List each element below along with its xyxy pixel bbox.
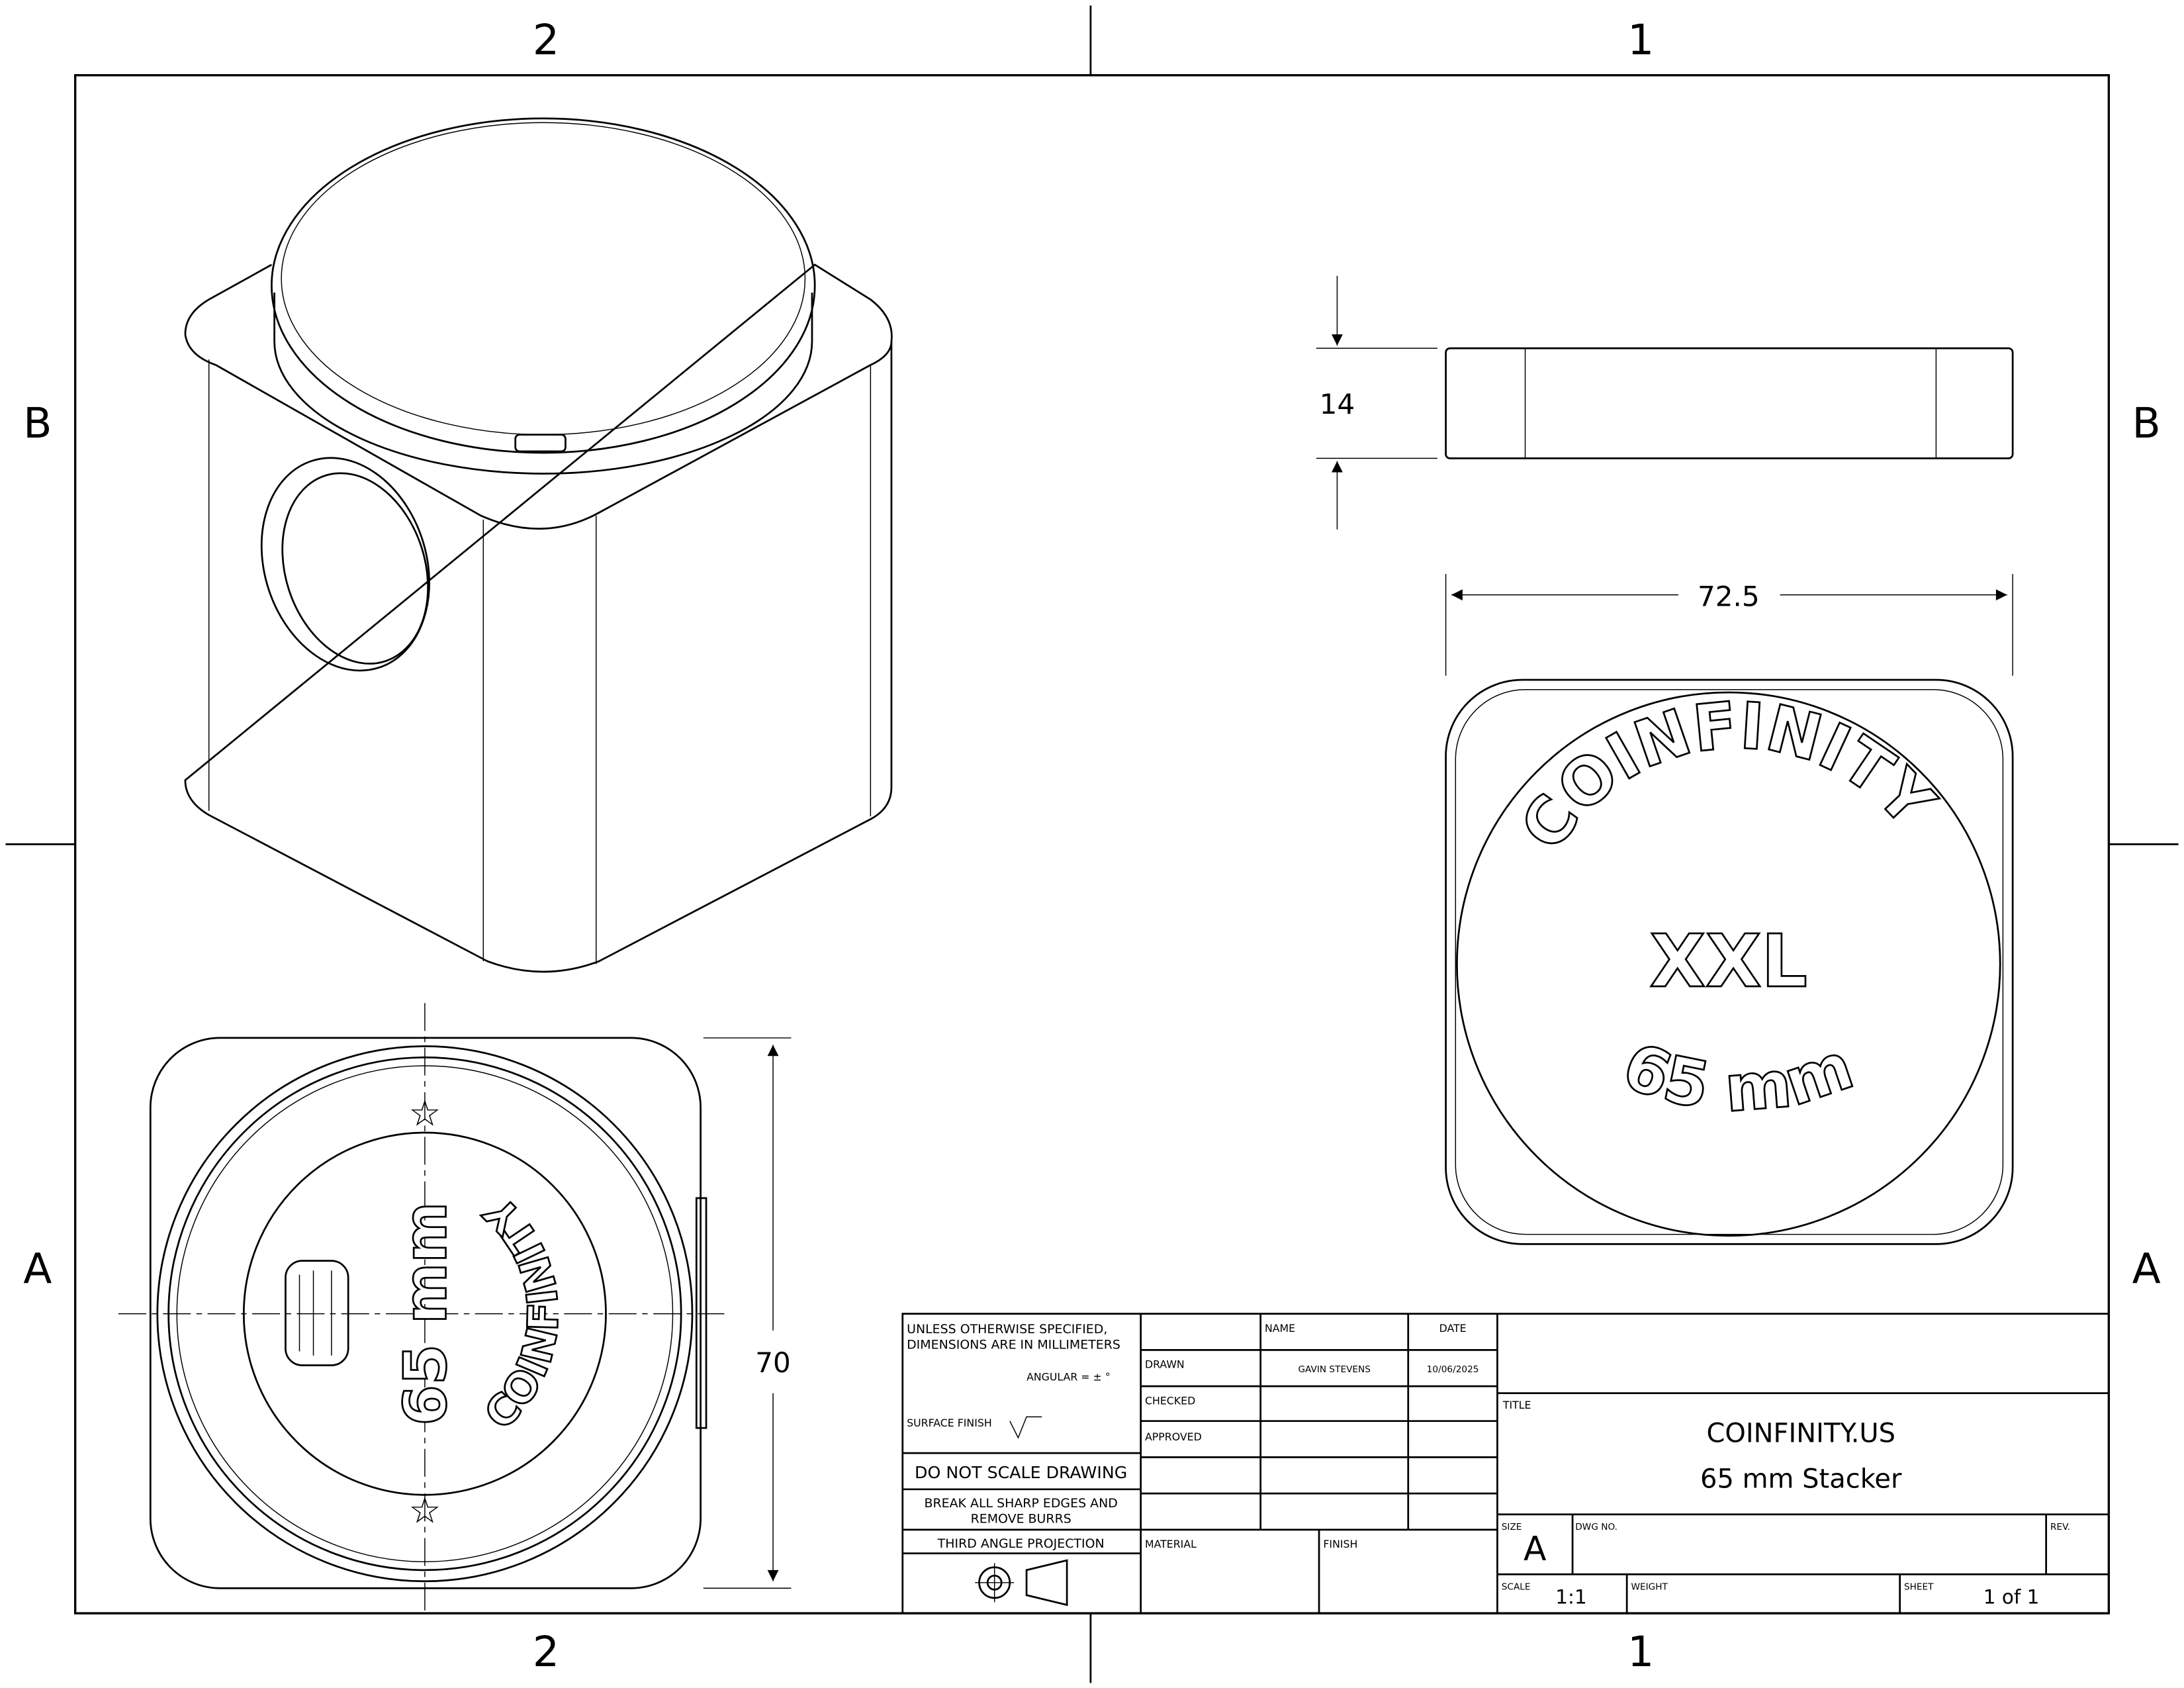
scale-label: SCALE [1502, 1581, 1531, 1592]
zone-a-left: A [23, 1244, 52, 1293]
zone-2-top: 2 [533, 15, 559, 64]
zone-2-bottom: 2 [533, 1627, 559, 1676]
zone-labels: 2 1 2 1 B B A A [23, 15, 2161, 1676]
checked-label: CHECKED [1145, 1394, 1195, 1407]
top-brand-emboss: COINFINITY [1506, 688, 1949, 863]
finish-label: FINISH [1323, 1538, 1357, 1550]
top-view: 72.5 COINFINITY XXL 65 mm [1445, 574, 2014, 1245]
do-not-scale-note: DO NOT SCALE DRAWING [915, 1463, 1127, 1482]
dwg-no-label: DWG NO. [1575, 1522, 1617, 1532]
zone-a-right: A [2132, 1244, 2161, 1293]
width-value: 72.5 [1698, 581, 1760, 613]
star-icon: ☆ [408, 1092, 441, 1135]
side-view: 14 [1316, 275, 2014, 530]
break-edges-note-2: REMOVE BURRS [971, 1511, 1071, 1526]
title-label: TITLE [1502, 1399, 1531, 1411]
top-size-emboss: XXL [1650, 919, 1807, 1004]
name-header: NAME [1265, 1322, 1295, 1335]
rev-label: REV. [2050, 1522, 2070, 1532]
scale-value: 1:1 [1555, 1585, 1586, 1608]
approved-label: APPROVED [1145, 1430, 1202, 1443]
size-label: SIZE [1502, 1522, 1522, 1532]
top-diameter-emboss: 65 mm [1613, 1028, 1862, 1127]
angular-tolerance: ANGULAR = ± ° [1026, 1371, 1111, 1383]
surface-finish-icon [1009, 1416, 1042, 1439]
zone-1-top: 1 [1627, 15, 1654, 64]
drawn-name: GAVIN STEVENS [1298, 1364, 1370, 1375]
third-angle-projection-icon [975, 1559, 1068, 1607]
weight-label: WEIGHT [1631, 1581, 1668, 1592]
drawn-date: 10/06/2025 [1427, 1364, 1479, 1375]
break-edges-note-1: BREAK ALL SHARP EDGES AND [925, 1496, 1118, 1511]
coin-stack-icon [285, 1260, 349, 1366]
zone-b-right: B [2132, 399, 2161, 447]
drawn-label: DRAWN [1145, 1358, 1185, 1371]
surface-finish-label: SURFACE FINISH [907, 1417, 992, 1429]
isometric-view [184, 117, 893, 973]
projection-label: THIRD ANGLE PROJECTION [937, 1536, 1105, 1551]
zone-1-bottom: 1 [1627, 1627, 1654, 1676]
size-value: A [1524, 1529, 1547, 1568]
depth-value: 70 [755, 1346, 791, 1379]
sheet-value: 1 of 1 [1983, 1585, 2040, 1608]
bottom-view: 65 mm COINFINITY ☆ ☆ [118, 1003, 725, 1614]
tolerance-note-1: UNLESS OTHERWISE SPECIFIED, [907, 1322, 1107, 1336]
bottom-diameter-emboss: 65 mm [391, 1202, 459, 1426]
tolerance-note-2: DIMENSIONS ARE IN MILLIMETERS [907, 1337, 1120, 1352]
title-line-2: 65 mm Stacker [1700, 1464, 1902, 1495]
dimension-depth: 70 [703, 1037, 792, 1589]
star-icon: ☆ [408, 1489, 441, 1531]
title-block: UNLESS OTHERWISE SPECIFIED, DIMENSIONS A… [901, 1313, 2110, 1615]
height-value: 14 [1320, 388, 1355, 420]
material-label: MATERIAL [1145, 1538, 1197, 1550]
date-header: DATE [1439, 1322, 1467, 1335]
bottom-brand-emboss: COINFINITY [475, 1187, 569, 1439]
sheet-label: SHEET [1904, 1581, 1934, 1592]
zone-b-left: B [23, 399, 52, 447]
title-line-1: COINFINITY.US [1706, 1418, 1895, 1448]
